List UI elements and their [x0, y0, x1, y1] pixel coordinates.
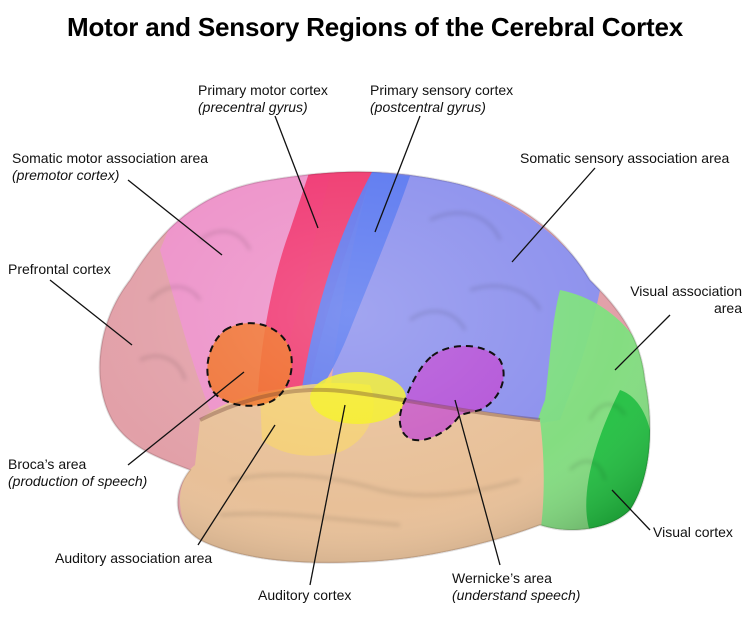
label-primary-sensory-name: Primary sensory cortex	[370, 82, 514, 98]
label-broca-sub: (production of speech)	[8, 473, 148, 489]
leader-primary-sensory	[374, 115, 421, 233]
leader-visual-assoc	[614, 314, 671, 371]
leader-lines	[49, 115, 671, 586]
label-auditory-cortex-name: Auditory cortex	[258, 587, 352, 603]
leader-somatic-sensory	[511, 167, 596, 263]
brain-shading	[99, 171, 650, 563]
label-visual-cortex: Visual cortex	[653, 524, 733, 541]
label-visual-cortex-name: Visual cortex	[653, 524, 733, 540]
label-primary-sensory-sub: (postcentral gyrus)	[370, 99, 486, 115]
leader-broca	[127, 371, 245, 466]
brain-outline	[98, 170, 651, 564]
label-primary-sensory: Primary sensory cortex (postcentral gyru…	[370, 82, 513, 116]
label-visual-assoc-line2: area	[713, 300, 742, 316]
leader-somatic-motor	[127, 179, 223, 256]
leader-auditory-cortex	[309, 404, 346, 586]
label-primary-motor-name: Primary motor cortex	[198, 82, 328, 98]
label-broca: Broca’s area (production of speech)	[8, 456, 147, 490]
label-wernicke-name: Wernicke’s area	[452, 570, 552, 586]
label-prefrontal: Prefrontal cortex	[8, 261, 111, 278]
label-auditory-assoc: Auditory association area	[55, 550, 212, 567]
wernicke-outline	[398, 345, 505, 442]
broca-outline	[206, 322, 293, 407]
label-visual-assoc-line1: Visual association	[630, 283, 742, 299]
leader-auditory-assoc	[197, 424, 276, 546]
label-primary-motor: Primary motor cortex (precentral gyrus)	[198, 82, 328, 116]
label-somatic-sensory-name: Somatic sensory association area	[520, 150, 730, 166]
label-auditory-cortex: Auditory cortex	[258, 587, 351, 604]
label-auditory-assoc-name: Auditory association area	[55, 550, 213, 566]
leader-primary-motor	[274, 115, 319, 229]
label-visual-assoc: Visual association area	[600, 283, 742, 317]
lateral-sulcus	[199, 387, 541, 422]
cortex-regions	[99, 171, 650, 563]
label-wernicke-sub: (understand speech)	[452, 587, 581, 603]
label-somatic-motor-name: Somatic motor association area	[12, 150, 209, 166]
diagram-title: Motor and Sensory Regions of the Cerebra…	[67, 12, 683, 42]
leader-prefrontal	[49, 279, 133, 346]
leader-visual-cortex	[611, 489, 651, 531]
leader-wernicke	[454, 399, 501, 566]
gyri-texture	[139, 211, 627, 527]
label-somatic-motor: Somatic motor association area (premotor…	[12, 150, 208, 184]
label-broca-name: Broca’s area	[8, 456, 87, 472]
label-primary-motor-sub: (precentral gyrus)	[198, 99, 308, 115]
label-somatic-motor-sub: (premotor cortex)	[12, 167, 120, 183]
label-wernicke: Wernicke’s area (understand speech)	[452, 570, 580, 604]
label-somatic-sensory: Somatic sensory association area	[520, 150, 729, 167]
label-prefrontal-name: Prefrontal cortex	[8, 261, 111, 277]
